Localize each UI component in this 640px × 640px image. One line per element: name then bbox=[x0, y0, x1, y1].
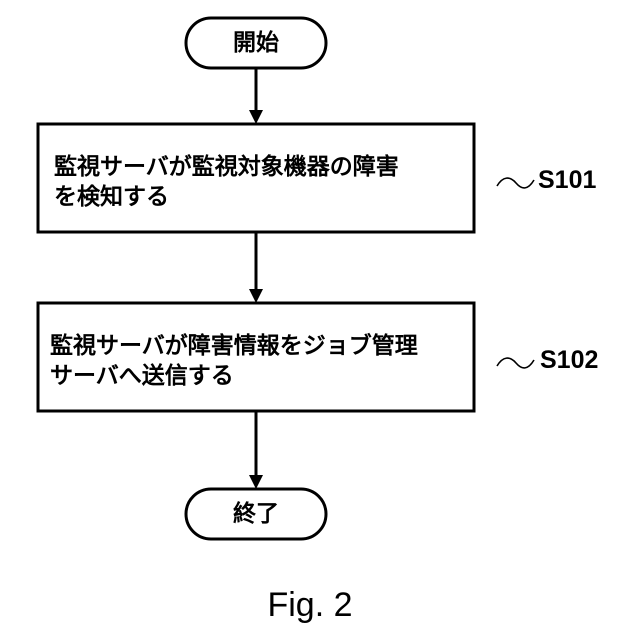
process-text-s102-line2: サーバへ送信する bbox=[50, 361, 234, 391]
step-label-s102: S102 bbox=[540, 346, 598, 375]
end-label: 終了 bbox=[186, 499, 326, 529]
arrowhead-2 bbox=[249, 289, 263, 303]
start-label: 開始 bbox=[186, 28, 326, 58]
leader-line-s101 bbox=[497, 178, 534, 188]
process-text-s101-line1: 監視サーバが監視対象機器の障害 bbox=[54, 152, 399, 182]
arrowhead-1 bbox=[249, 110, 263, 124]
step-label-s101: S101 bbox=[538, 166, 596, 195]
arrowhead-3 bbox=[249, 475, 263, 489]
process-text-s101-line2: を検知する bbox=[54, 182, 169, 212]
leader-line-s102 bbox=[497, 358, 534, 368]
process-text-s102-line1: 監視サーバが障害情報をジョブ管理 bbox=[50, 331, 418, 361]
figure-caption: Fig. 2 bbox=[0, 586, 630, 625]
